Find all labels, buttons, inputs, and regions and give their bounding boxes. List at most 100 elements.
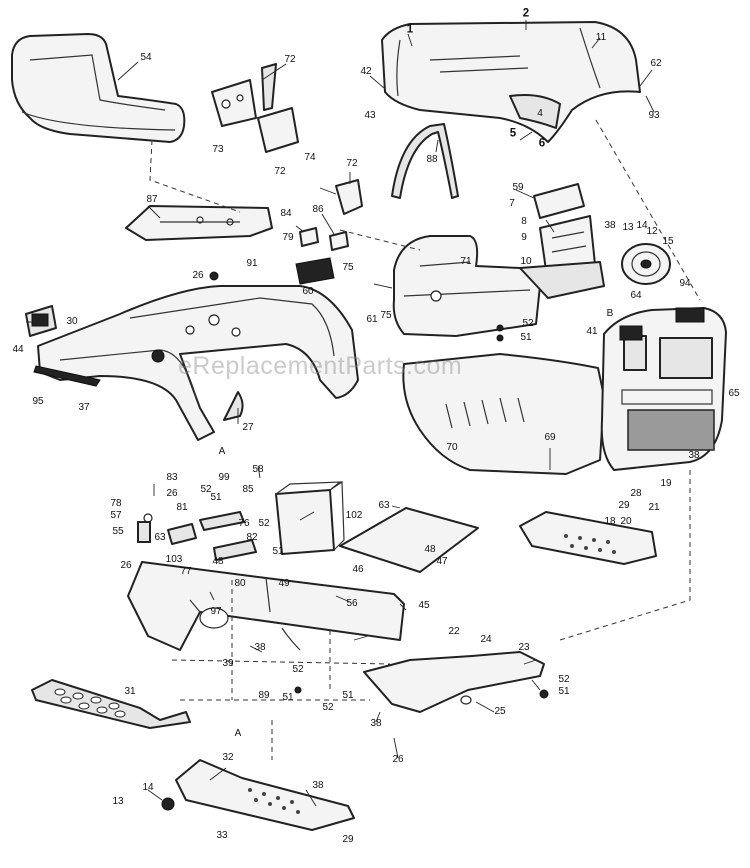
part-callout: 52 bbox=[322, 702, 334, 713]
part-callout: 82 bbox=[246, 532, 258, 543]
part-callout: 95 bbox=[32, 396, 44, 407]
part-callout: 56 bbox=[346, 598, 358, 609]
part-callout: 9 bbox=[521, 232, 527, 243]
part-callout: 30 bbox=[66, 316, 78, 327]
pulley-part bbox=[621, 243, 671, 285]
seat-part bbox=[11, 33, 186, 143]
part-callout: 83 bbox=[166, 472, 178, 483]
part-callout: 93 bbox=[648, 110, 660, 121]
part-callout: 51 bbox=[520, 332, 532, 343]
part-callout: 13 bbox=[112, 796, 124, 807]
part-callout: 48 bbox=[212, 556, 224, 567]
part-callout: 91 bbox=[246, 258, 258, 269]
part-callout: 32 bbox=[222, 752, 234, 763]
part-callout: 75 bbox=[342, 262, 354, 273]
part-callout: 102 bbox=[345, 510, 363, 521]
part-callout: 76 bbox=[238, 518, 250, 529]
footrest-right-part bbox=[519, 511, 657, 565]
hood-housing-part bbox=[402, 353, 605, 475]
steering-bracket-part bbox=[211, 63, 299, 153]
leader-lines bbox=[26, 20, 655, 807]
part-callout: 103 bbox=[165, 554, 183, 565]
part-callout: 59 bbox=[512, 182, 524, 193]
part-callout: 52 bbox=[258, 518, 270, 529]
part-callout: 31 bbox=[124, 686, 136, 697]
part-callout: 20 bbox=[620, 516, 632, 527]
part-callout: B bbox=[606, 308, 614, 319]
frame-part bbox=[127, 561, 545, 713]
watermark-text: eReplacementParts.com bbox=[178, 352, 463, 380]
part-callout: 27 bbox=[242, 422, 254, 433]
part-callout: 99 bbox=[218, 472, 230, 483]
part-callout: 38 bbox=[370, 718, 382, 729]
part-callout: 25 bbox=[494, 706, 506, 717]
part-callout: 73 bbox=[212, 144, 224, 155]
part-callout: 63 bbox=[378, 500, 390, 511]
part-callout: 29 bbox=[618, 500, 630, 511]
part-callout: 54 bbox=[140, 52, 152, 63]
part-callout: 52 bbox=[558, 674, 570, 685]
hood-part bbox=[381, 21, 641, 143]
part-callout: 8 bbox=[521, 216, 527, 227]
part-callout: A bbox=[234, 728, 242, 739]
part-callout: 57 bbox=[110, 510, 122, 521]
part-callout: 84 bbox=[280, 208, 292, 219]
part-callout: 79 bbox=[282, 232, 294, 243]
part-callout: 81 bbox=[176, 502, 188, 513]
part-callout: 26 bbox=[166, 488, 178, 499]
part-callout: 13 bbox=[622, 222, 634, 233]
part-callout: 42 bbox=[360, 66, 372, 77]
part-callout: 7 bbox=[509, 198, 515, 209]
part-callout: 21 bbox=[648, 502, 660, 513]
part-callout: 72 bbox=[274, 166, 286, 177]
part-callout: 78 bbox=[110, 498, 122, 509]
part-callout: 6 bbox=[538, 137, 546, 150]
part-callout: 19 bbox=[660, 478, 672, 489]
part-callout: 22 bbox=[448, 626, 460, 637]
part-callout: 24 bbox=[480, 634, 492, 645]
part-callout: 52 bbox=[522, 318, 534, 329]
footrest-bottom-part bbox=[175, 759, 355, 831]
part-callout: 87 bbox=[146, 194, 158, 205]
part-callout: 15 bbox=[662, 236, 674, 247]
part-callout: 12 bbox=[646, 226, 658, 237]
seat-pan-part bbox=[392, 235, 605, 337]
part-callout: 4 bbox=[537, 108, 543, 119]
part-callout: 80 bbox=[234, 578, 246, 589]
part-callout: 48 bbox=[424, 544, 436, 555]
part-callout: 94 bbox=[679, 278, 691, 289]
part-callout: 69 bbox=[544, 432, 556, 443]
part-callout: 38 bbox=[312, 780, 324, 791]
part-callout: 26 bbox=[392, 754, 404, 765]
part-callout: 33 bbox=[216, 830, 228, 841]
part-callout: 52 bbox=[292, 664, 304, 675]
part-callout: 41 bbox=[586, 326, 598, 337]
part-callout: 5 bbox=[509, 127, 517, 140]
part-callout: 23 bbox=[518, 642, 530, 653]
part-callout: 86 bbox=[312, 204, 324, 215]
part-callout: 51 bbox=[342, 690, 354, 701]
part-callout: 74 bbox=[304, 152, 316, 163]
battery-box-part bbox=[275, 480, 345, 555]
hardware-parts bbox=[137, 271, 549, 811]
part-callout: 37 bbox=[78, 402, 90, 413]
part-callout: 2 bbox=[522, 7, 530, 20]
part-callout: 64 bbox=[630, 290, 642, 301]
part-callout: 63 bbox=[154, 532, 166, 543]
part-callout: 44 bbox=[12, 344, 24, 355]
part-callout: 38 bbox=[604, 220, 616, 231]
part-callout: 49 bbox=[278, 578, 290, 589]
part-callout: 70 bbox=[446, 442, 458, 453]
part-callout: 45 bbox=[418, 600, 430, 611]
part-callout: 38 bbox=[688, 450, 700, 461]
part-callout: 85 bbox=[242, 484, 254, 495]
part-callout: 26 bbox=[120, 560, 132, 571]
part-callout: 26 bbox=[192, 270, 204, 281]
part-callout: 72 bbox=[346, 158, 358, 169]
part-callout: 18 bbox=[604, 516, 616, 527]
part-callout: 62 bbox=[650, 58, 662, 69]
part-callout: 72 bbox=[284, 54, 296, 65]
pedal-plate-part bbox=[31, 679, 191, 729]
part-callout: 60 bbox=[302, 286, 314, 297]
